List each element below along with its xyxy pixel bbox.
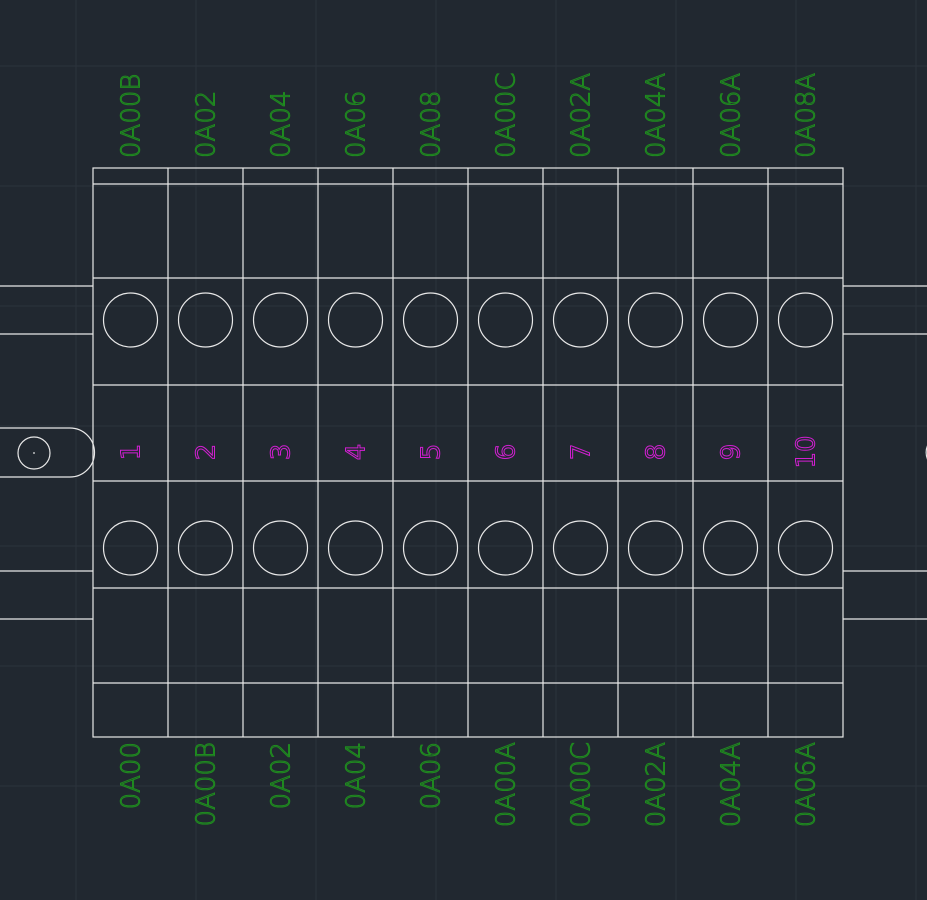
- terminal-top-hole-icon: [177, 292, 234, 348]
- terminal-bottom-hole-icon: [177, 520, 234, 576]
- terminal-block-frame: [92, 167, 844, 738]
- top-wire-label: 0A02: [192, 91, 222, 158]
- bottom-wire-label: 0A04: [342, 742, 372, 809]
- top-wire-label: 0A02A: [567, 73, 597, 158]
- top-wire-label: 0A00C: [492, 72, 522, 158]
- terminal-top-hole-icon: [252, 292, 309, 348]
- terminal-top-hole-icon: [552, 292, 609, 348]
- terminal-bottom-hole-icon: [627, 520, 684, 576]
- terminal-holes: [102, 292, 834, 576]
- terminal-top-hole-icon: [327, 292, 384, 348]
- terminal-number: 7: [567, 444, 597, 461]
- mount-screw-center: [33, 452, 35, 454]
- bottom-wire-label: 0A00: [117, 742, 147, 809]
- top-wire-label: 0A06: [342, 91, 372, 158]
- terminal-top-hole-icon: [477, 292, 534, 348]
- top-wire-labels: 0A00B 0A02 0A04 0A06 0A08 0A00C 0A02A 0A04A 0A06…: [116, 72, 822, 159]
- bottom-wire-label: 0A02: [267, 742, 297, 809]
- terminal-numbers: 1 2 3 4 5 6 7 8 9 10: [116, 435, 822, 469]
- top-wire-label: 0A00B: [117, 74, 147, 158]
- left-mount-tab: [0, 427, 96, 478]
- terminal-bottom-hole-icon: [552, 520, 609, 576]
- top-wire-label: 0A08: [417, 91, 447, 158]
- bottom-wire-label: 0A00B: [192, 742, 222, 826]
- terminal-top-hole-icon: [102, 292, 159, 348]
- terminal-number: 3: [267, 444, 297, 461]
- bottom-wire-labels: 0A00 0A00B 0A02 0A04 0A06 0A00A 0A00C 0A02A 0A04…: [116, 742, 822, 829]
- terminal-top-hole-icon: [402, 292, 459, 348]
- mount-screw-icon: [17, 436, 51, 470]
- terminal-number: 9: [717, 444, 747, 461]
- terminal-bottom-hole-icon: [402, 520, 459, 576]
- terminal-top-hole-icon: [702, 292, 759, 348]
- terminal-number: 5: [417, 444, 447, 461]
- bottom-wire-label: 0A02A: [642, 742, 672, 827]
- top-wire-label: 0A04A: [642, 73, 672, 158]
- bottom-wire-label: 0A06: [417, 742, 447, 809]
- side-connectors: [0, 285, 927, 620]
- terminal-number: 10: [792, 435, 822, 468]
- right-mount-arc: [925, 445, 927, 460]
- terminal-number: 4: [342, 444, 372, 461]
- terminal-bottom-hole-icon: [252, 520, 309, 576]
- bottom-wire-label: 0A06A: [792, 742, 822, 827]
- bottom-wire-label: 0A00A: [492, 742, 522, 827]
- terminal-number: 2: [192, 444, 222, 461]
- terminal-bottom-hole-icon: [777, 520, 834, 576]
- top-wire-label: 0A08A: [792, 73, 822, 158]
- bottom-wire-label: 0A04A: [717, 742, 747, 827]
- terminal-top-hole-icon: [777, 292, 834, 348]
- top-wire-label: 0A04: [267, 91, 297, 158]
- terminal-number: 8: [642, 444, 672, 461]
- top-wire-label: 0A06A: [717, 73, 747, 158]
- terminal-bottom-hole-icon: [702, 520, 759, 576]
- terminal-number: 6: [492, 444, 522, 461]
- terminal-top-hole-icon: [627, 292, 684, 348]
- terminal-bottom-hole-icon: [327, 520, 384, 576]
- terminal-number: 1: [117, 444, 147, 461]
- terminal-bottom-hole-icon: [477, 520, 534, 576]
- bottom-wire-label: 0A00C: [567, 742, 597, 828]
- terminal-bottom-hole-icon: [102, 520, 159, 576]
